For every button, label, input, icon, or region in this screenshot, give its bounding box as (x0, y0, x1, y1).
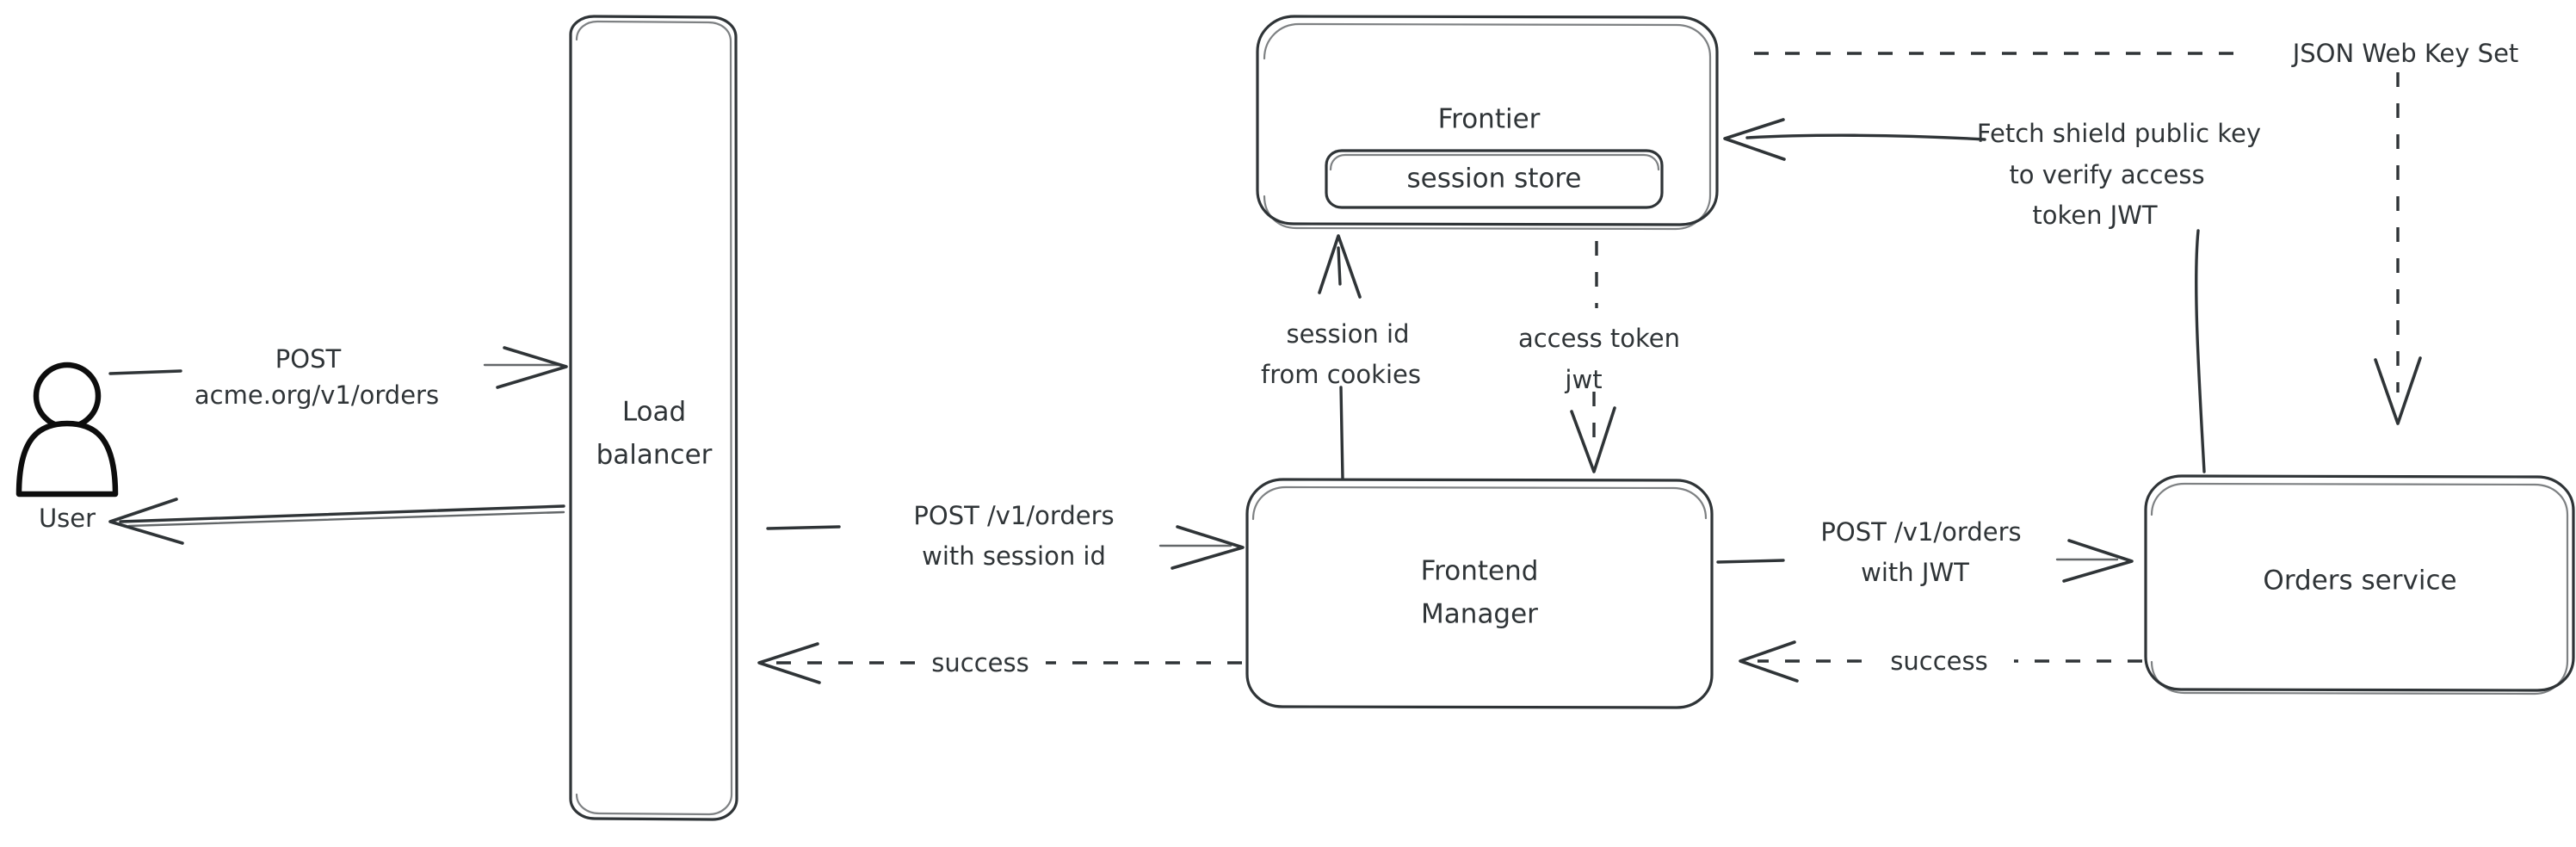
edge-frontier-to-fm-arrowhead (1570, 406, 1616, 473)
edge-fm-to-orders-label-line1: POST /v1/orders (1820, 517, 2021, 547)
node-session-store[interactable]: session store (1325, 149, 1664, 209)
orders-service-label: Orders service (2263, 566, 2456, 597)
edge-orders-to-frontier-vertical (2195, 229, 2206, 473)
edge-jwks-arrowhead (2374, 356, 2422, 425)
frontend-manager-label-line1: Frontend (1421, 556, 1539, 587)
edge-lb-to-user-arrowhead (108, 498, 184, 545)
edge-orders-to-fm-label: success (1890, 646, 1987, 676)
edge-frontier-to-frontend-manager: access token jwt (1518, 241, 1680, 473)
load-balancer-shape-echo (575, 20, 733, 816)
session-store-label: session store (1406, 164, 1581, 195)
edge-orders-to-frontier-arrowhead (1723, 118, 1786, 161)
edge-user-to-lb-label-line2: acme.org/v1/orders (195, 380, 439, 410)
edge-user-to-lb-arrowhead (496, 346, 568, 389)
edge-lb-to-fm-label-line1: POST /v1/orders (913, 501, 1114, 530)
edge-lb-to-fm-label-line2: with session id (922, 541, 1106, 571)
edge-frontend-manager-to-load-balancer-success: success (757, 642, 1242, 684)
edge-lb-to-fm-line (766, 525, 841, 530)
user-label: User (39, 504, 96, 533)
node-orders-service[interactable]: Orders service (2144, 474, 2575, 696)
edge-lb-to-user-line-echo (127, 510, 565, 528)
session-store-shape (1325, 149, 1664, 209)
edge-orders-to-frontier-label-line1: Fetch shield public key (1977, 119, 2261, 148)
orders-service-shape-echo (2150, 482, 2569, 696)
node-load-balancer[interactable]: Load balancer (569, 15, 738, 821)
edge-frontend-manager-to-orders-service: POST /v1/orders with JWT (1716, 517, 2134, 587)
frontier-label: Frontier (1438, 104, 1541, 135)
frontier-shape-echo (1263, 22, 1712, 231)
edge-user-to-load-balancer: POST acme.org/v1/orders (108, 344, 568, 410)
edge-fm-to-frontier-upper (1337, 246, 1342, 286)
node-frontier[interactable]: Frontier session store (1256, 15, 1719, 231)
edge-fm-to-orders-line (1716, 559, 1785, 564)
session-store-shape-echo (1329, 153, 1660, 171)
edge-frontier-to-fm-label-line1: access token (1518, 324, 1680, 353)
edge-user-to-lb-label-line1: POST (275, 344, 342, 374)
edge-fm-to-frontier-label-line2: from cookies (1261, 360, 1421, 389)
load-balancer-label-line2: balancer (596, 440, 713, 471)
edge-orders-to-fm-arrowhead (1739, 640, 1799, 683)
person-head-icon (33, 362, 102, 430)
edge-orders-to-frontier-label-line2: to verify access (2009, 160, 2204, 189)
edge-frontier-to-fm-label-line2: jwt (1564, 365, 1602, 394)
edge-frontend-manager-to-frontier: session id from cookies (1261, 234, 1421, 480)
frontend-manager-label-line2: Manager (1421, 599, 1538, 630)
edge-user-to-lb-line (108, 369, 182, 375)
edge-orders-service-to-frontend-manager-success: success (1739, 640, 2142, 683)
edge-fm-to-orders-label-line2: with JWT (1861, 558, 1969, 587)
frontend-manager-shape-echo (1251, 485, 1708, 521)
person-body-icon (15, 420, 119, 498)
frontier-shape (1256, 15, 1719, 226)
edge-jwks-label: JSON Web Key Set (2291, 39, 2519, 68)
node-frontend-manager[interactable]: Frontend Manager (1245, 478, 1714, 709)
frontend-manager-shape (1245, 478, 1714, 709)
edge-fm-to-orders-arrowhead (2062, 539, 2134, 583)
load-balancer-label-line1: Load (622, 397, 686, 428)
edge-lb-to-user-line (119, 504, 565, 523)
edge-orders-to-frontier-label-line3: token JWT (2032, 201, 2158, 230)
edge-fm-to-frontier-label-line1: session id (1286, 319, 1409, 349)
load-balancer-shape (569, 15, 738, 821)
edge-frontier-to-orders-service-jwks: JSON Web Key Set (1754, 39, 2519, 425)
edge-load-balancer-to-user (108, 498, 565, 545)
edge-fm-to-frontier-arrowhead (1318, 234, 1362, 299)
edge-load-balancer-to-frontend-manager: POST /v1/orders with session id (766, 501, 1245, 571)
edge-fm-to-lb-arrowhead (757, 642, 821, 684)
edge-fm-to-lb-label: success (931, 648, 1029, 677)
edge-lb-to-fm-arrowhead (1171, 525, 1245, 570)
edge-orders-to-frontier-horizontal (1745, 133, 1986, 141)
edge-fm-to-frontier-lower (1339, 386, 1344, 480)
user-actor: User (15, 362, 119, 533)
edge-orders-service-to-frontier-fetch: Fetch shield public key to verify access… (1723, 118, 2261, 473)
